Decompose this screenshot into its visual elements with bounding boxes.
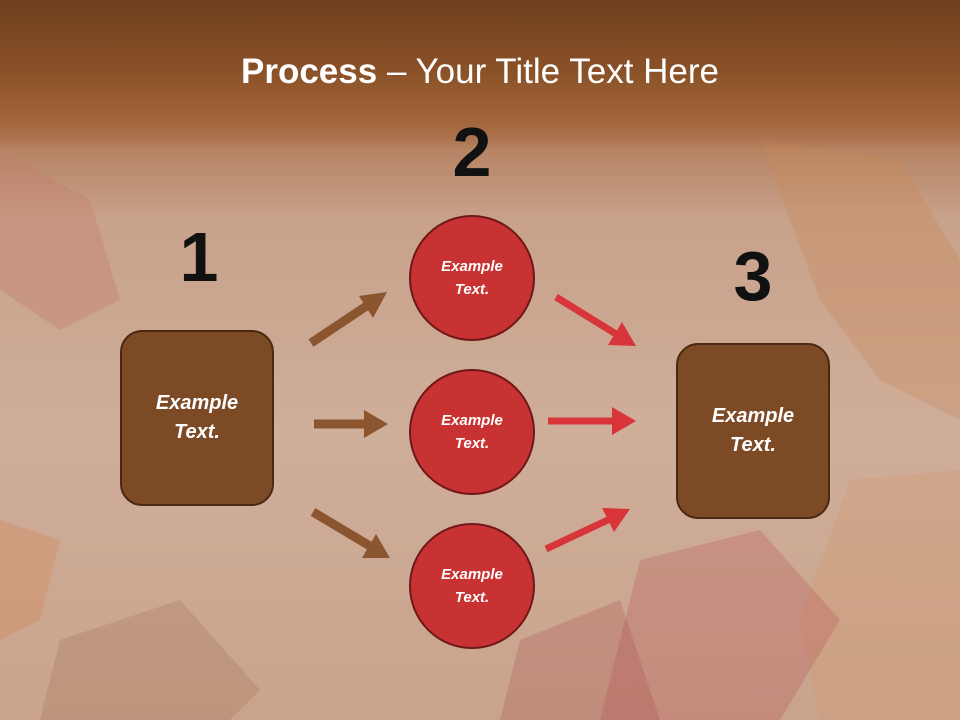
arrow-bottom-to-end	[544, 508, 630, 553]
step-number-3: 3	[733, 237, 773, 315]
leaf-decoration	[760, 140, 960, 420]
title-bold: Process	[241, 52, 378, 91]
leaf-decoration	[0, 520, 60, 640]
arrow-start-to-top	[308, 292, 387, 347]
leaf-decoration	[600, 530, 840, 720]
circle-top[interactable]: Example Text.	[409, 215, 535, 341]
end-box[interactable]: Example Text.	[676, 343, 830, 519]
leaf-decoration	[0, 150, 120, 330]
arrow-start-to-middle	[314, 410, 388, 438]
leaf-decoration	[500, 600, 660, 720]
arrow-top-to-end	[554, 294, 636, 346]
arrow-start-to-bottom	[310, 508, 390, 558]
circle-bottom-line1: Example	[441, 566, 503, 583]
end-box-line1: Example	[711, 405, 795, 427]
step-number-2: 2	[452, 113, 492, 191]
circle-middle-line1: Example	[441, 412, 503, 429]
circle-bottom-line2: Text.	[454, 589, 490, 606]
title-rest: – Your Title Text Here	[377, 52, 719, 91]
leaf-decoration	[40, 600, 260, 720]
arrow-middle-to-end	[548, 407, 636, 435]
start-box[interactable]: Example Text.	[120, 330, 274, 506]
circle-middle-line2: Text.	[454, 435, 490, 452]
header-band	[0, 0, 960, 150]
slide-title[interactable]: Process – Your Title Text Here	[0, 52, 960, 92]
leaf-decoration	[800, 470, 960, 720]
step-number-1: 1	[179, 218, 219, 296]
start-box-line1: Example	[155, 392, 239, 414]
circle-bottom[interactable]: Example Text.	[409, 523, 535, 649]
end-box-line2: Text.	[730, 434, 776, 456]
circle-top-line2: Text.	[454, 281, 490, 298]
circle-middle[interactable]: Example Text.	[409, 369, 535, 495]
circle-top-line1: Example	[441, 258, 503, 275]
start-box-line2: Text.	[174, 421, 220, 443]
